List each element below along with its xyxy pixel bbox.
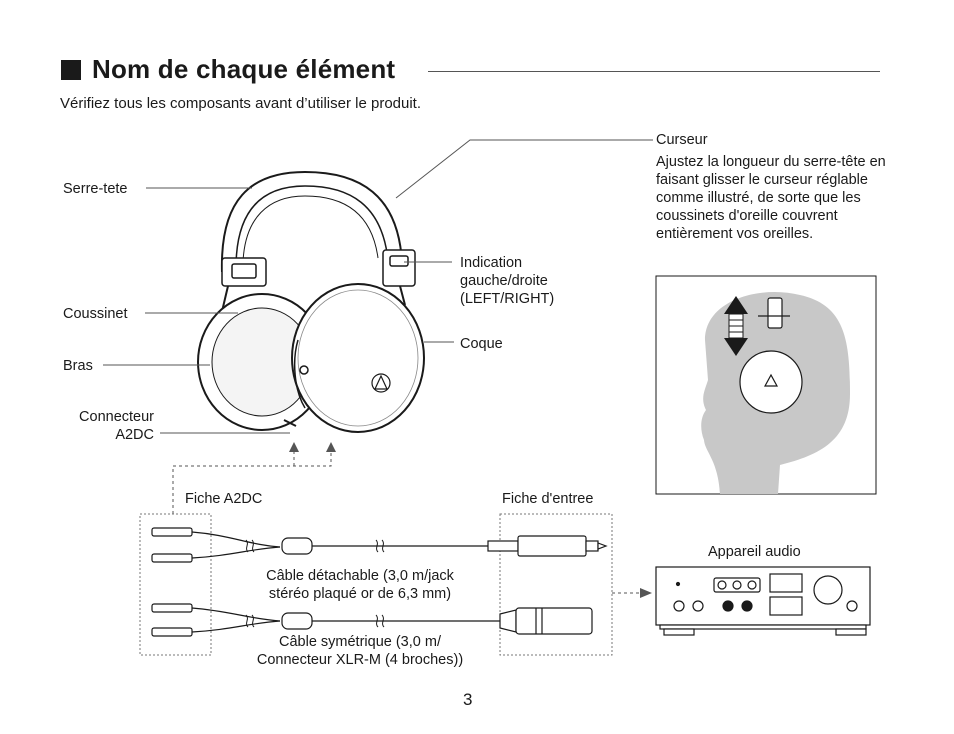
heading-square-icon bbox=[61, 60, 81, 80]
cable2-line1: Câble symétrique (3,0 m/ bbox=[279, 634, 441, 650]
dashed-connector-arrows bbox=[172, 450, 332, 514]
ear-pad-label: Coussinet bbox=[63, 306, 128, 322]
detachable-cable bbox=[151, 527, 608, 563]
cable1-line1: Câble détachable (3,0 m/jack bbox=[266, 568, 454, 584]
a2dc-plug-box bbox=[139, 513, 212, 656]
connector-label-line2: A2DC bbox=[115, 427, 154, 443]
page-number: 3 bbox=[463, 690, 473, 709]
arm-label: Bras bbox=[63, 358, 93, 374]
housing-label: Coque bbox=[460, 336, 503, 352]
adjust-arrow-icon bbox=[724, 296, 748, 356]
balanced-cable bbox=[151, 603, 593, 637]
lr-indicator-label: Indication gauche/droite (LEFT/RIGHT) bbox=[460, 254, 554, 308]
title-divider bbox=[428, 71, 880, 72]
balanced-cable-label: Câble symétrique (3,0 m/ Connecteur XLR-… bbox=[222, 633, 498, 669]
cable1-line2: stéréo plaqué or de 6,3 mm) bbox=[268, 586, 452, 602]
audio-device-icon bbox=[655, 566, 871, 636]
headphone-illustration bbox=[197, 170, 425, 433]
detachable-cable-label: Câble détachable (3,0 m/jack stéréo plaq… bbox=[236, 567, 484, 603]
slider-label: Curseur bbox=[656, 132, 708, 148]
input-plug-box bbox=[499, 513, 613, 656]
page-subtitle: Vérifiez tous les composants avant d’uti… bbox=[60, 95, 422, 112]
page-title: Nom de chaque élément bbox=[92, 54, 396, 84]
connector-label-line1: Connecteur bbox=[79, 409, 154, 425]
a2dc-plug-label: Fiche A2DC bbox=[185, 491, 263, 507]
slider-description: Ajustez la longueur du serre-tête en fai… bbox=[656, 154, 886, 242]
brand-logo-icon bbox=[371, 373, 391, 393]
cable-break-marks bbox=[245, 539, 385, 628]
headband-label: Serre-tete bbox=[63, 181, 128, 197]
worn-headphone-icon bbox=[739, 297, 803, 414]
lr-label-line1: Indication bbox=[460, 255, 523, 271]
lr-label-line3: (LEFT/RIGHT) bbox=[460, 291, 555, 307]
connector-label: Connecteur A2DC bbox=[58, 408, 154, 444]
leader-lines bbox=[103, 139, 653, 434]
cable2-line2: Connecteur XLR-M (4 broches)) bbox=[256, 652, 464, 668]
lr-label-line2: gauche/droite bbox=[460, 273, 548, 289]
arrowheads bbox=[289, 442, 652, 598]
input-plug-label: Fiche d'entree bbox=[502, 491, 594, 507]
audio-device-label: Appareil audio bbox=[708, 544, 801, 560]
